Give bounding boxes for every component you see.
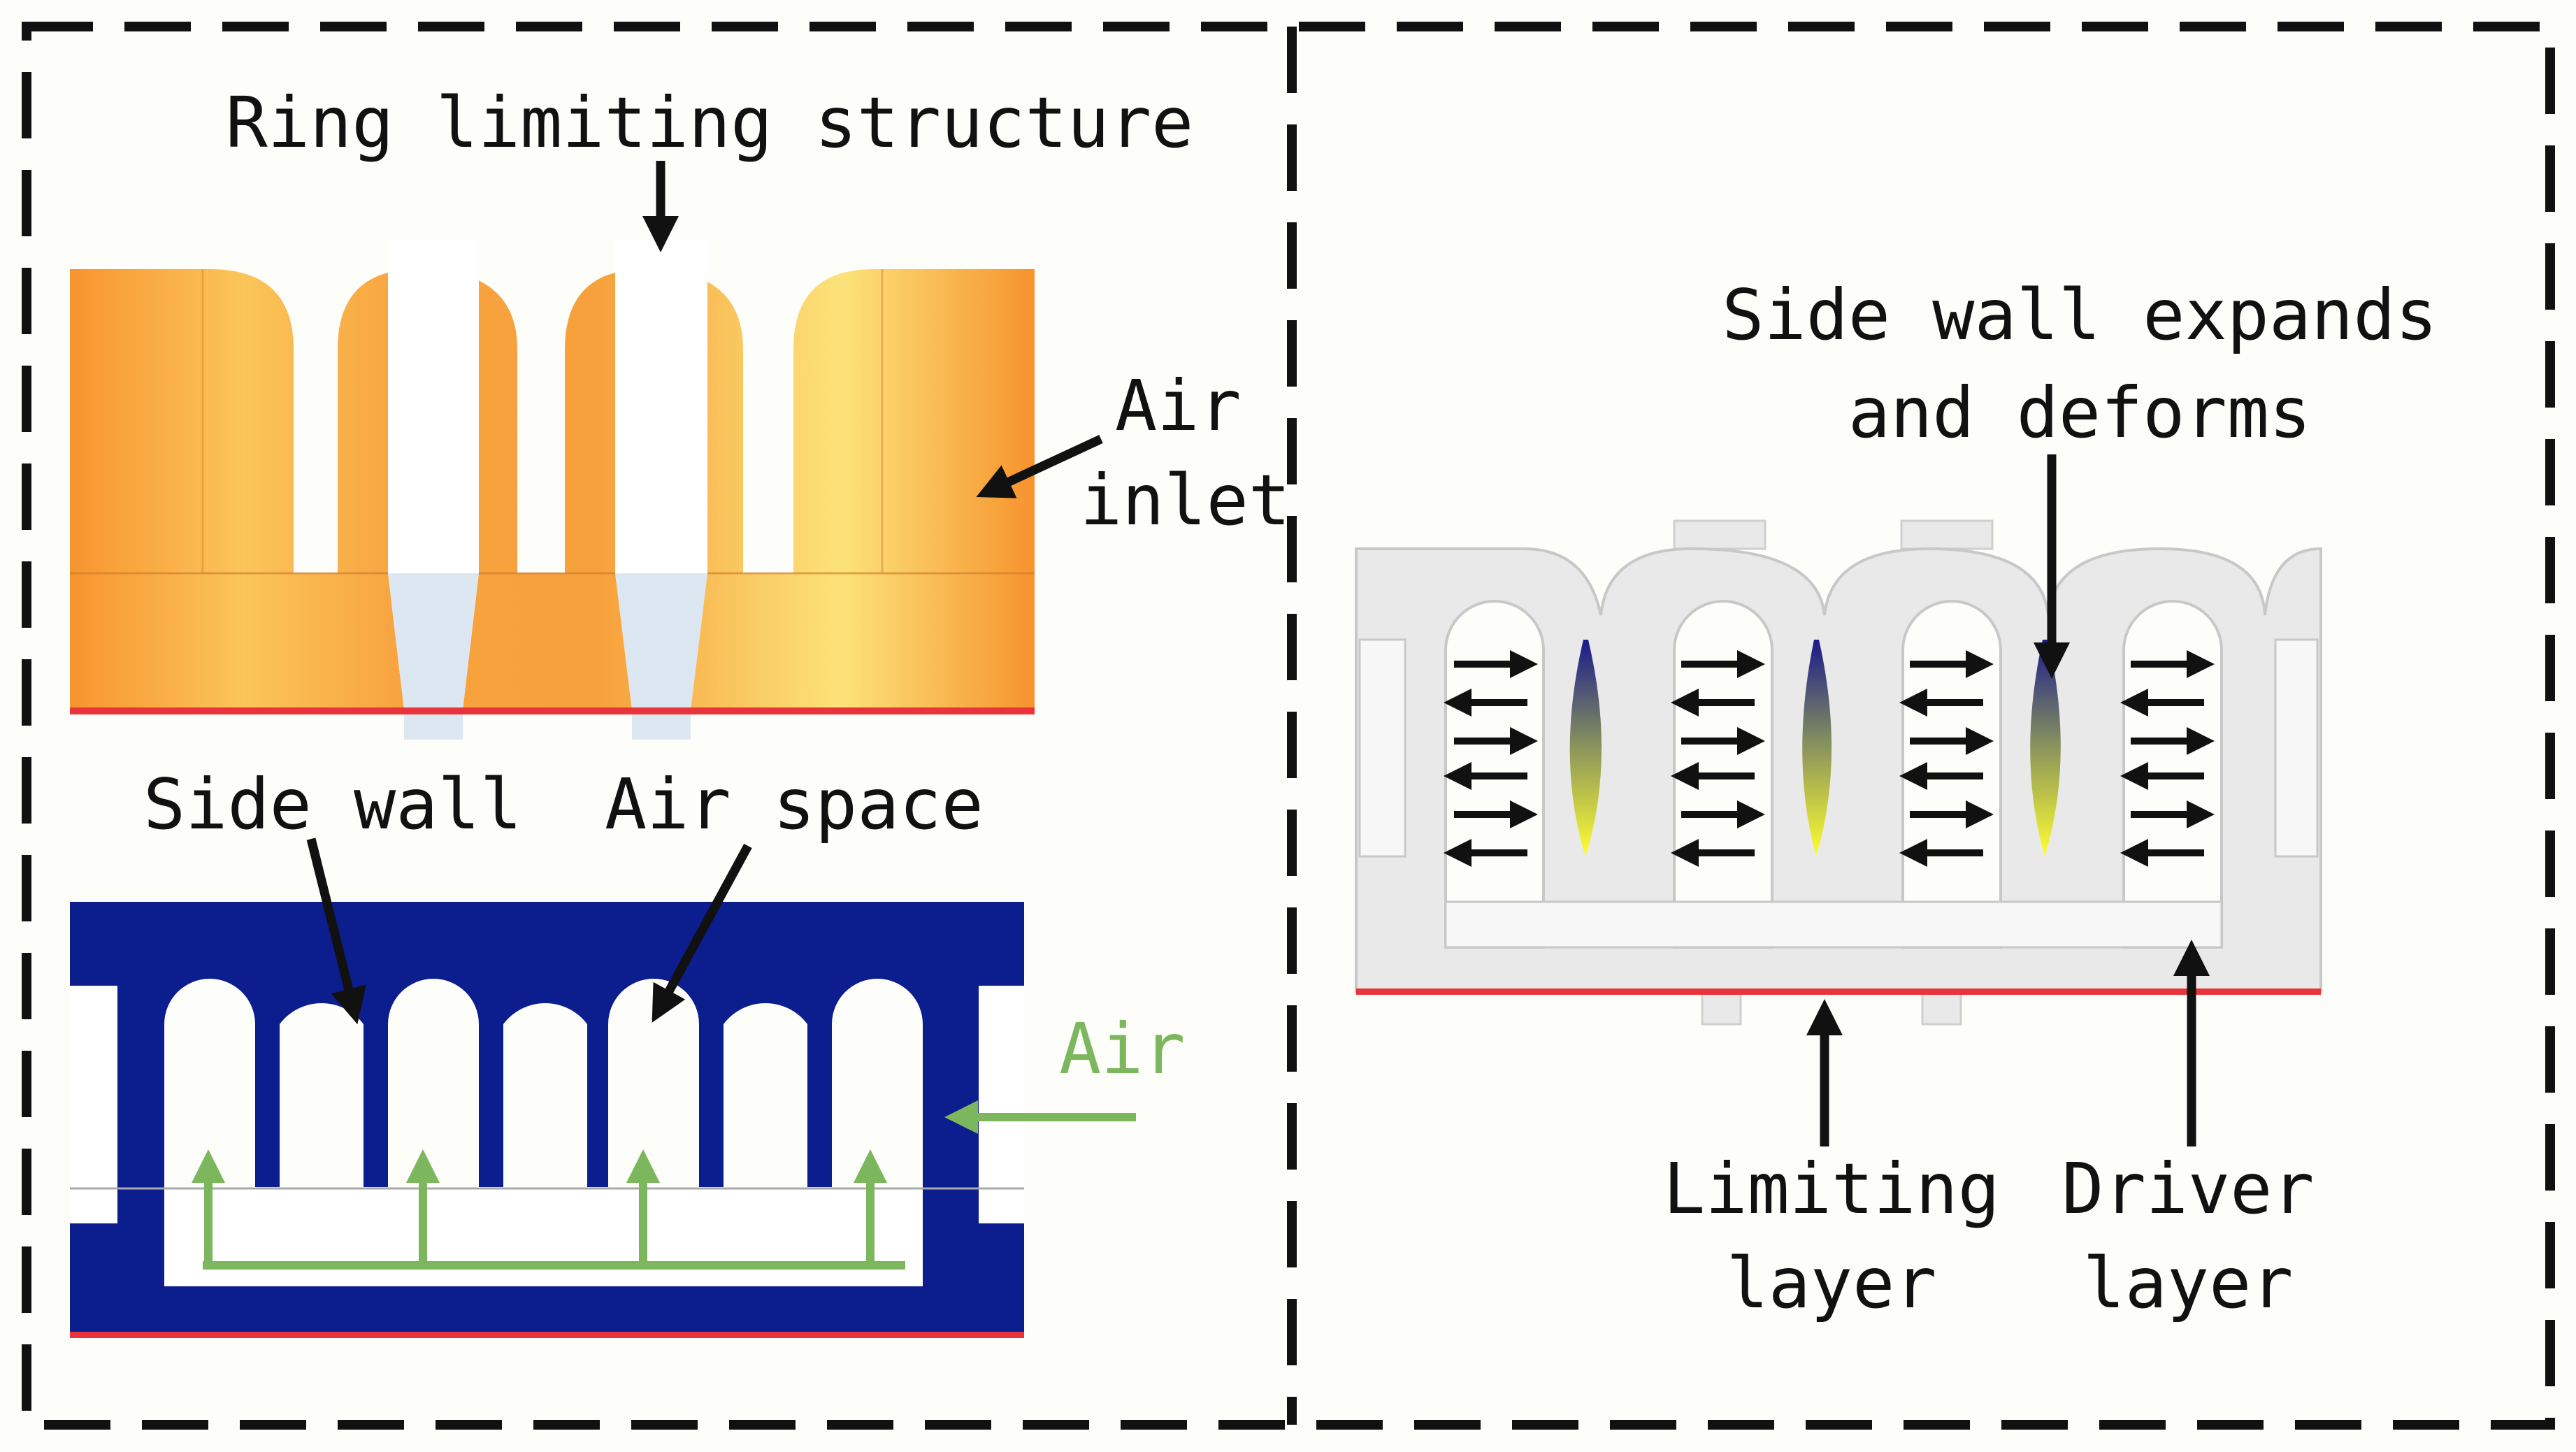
label-limiting-layer-line1: Limiting: [1663, 1148, 2000, 1230]
label-side-wall-expands-line1: Side wall expands: [1722, 274, 2438, 356]
deformation-lens-2: [1802, 640, 1832, 856]
outer-dashed-border: [22, 22, 2555, 1430]
air-channel: [164, 1187, 923, 1286]
deformed-actuator-model: [1355, 519, 2322, 1026]
expansion-arrows: [1444, 650, 2215, 867]
deformation-lens-1: [1569, 640, 1602, 856]
label-air-inlet-line1: Air: [1115, 365, 1242, 447]
label-side-wall: Side wall: [143, 763, 522, 845]
label-driver-layer-line1: Driver: [2061, 1148, 2314, 1230]
label-ring-limiting-structure: Ring limiting structure: [226, 82, 1194, 164]
label-driver-layer-line2: layer: [2082, 1242, 2293, 1324]
red-driver-layer-top-left: [70, 707, 1035, 714]
air-flow-arrows: [192, 1100, 1136, 1270]
orange-model-body: [70, 269, 1035, 712]
deformation-lens-3: [2030, 640, 2061, 856]
label-side-wall-expands-line2: and deforms: [1848, 372, 2311, 454]
double-arrow-right: [1454, 650, 2215, 828]
label-air-inlet-line2: inlet: [1080, 459, 1290, 541]
dashed-frame: [22, 22, 2555, 1430]
deformed-model-body: [1355, 547, 2322, 993]
down-arrow: [652, 843, 752, 1023]
red-driver-layer-bottom-left: [70, 1332, 1024, 1338]
red-driver-layer-right: [1356, 989, 2321, 995]
label-air-space: Air space: [605, 763, 984, 845]
orange-actuator-model: [70, 240, 1035, 740]
down-arrow: [306, 838, 366, 1025]
label-air: Air: [1059, 1008, 1186, 1090]
left-arrow: [976, 435, 1103, 498]
double-arrow-left: [1444, 689, 2204, 867]
label-limiting-layer-line2: layer: [1726, 1242, 1936, 1324]
